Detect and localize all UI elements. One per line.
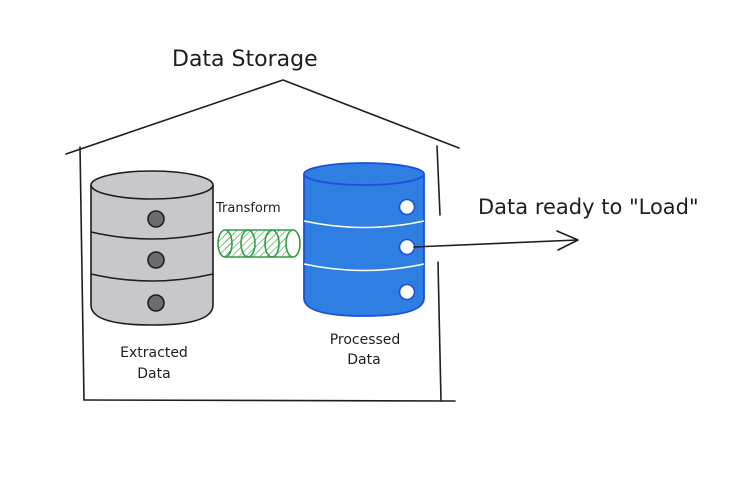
transform-pipe-segment-1 (217, 229, 233, 258)
house-floor (83, 399, 456, 402)
transform-pipe-segment-2 (240, 229, 256, 258)
extracted-disk-dot-3 (147, 294, 165, 312)
extracted-disk-dot-1 (147, 210, 165, 228)
load-arrow-head (556, 230, 579, 251)
extracted-cylinder-band-1 (90, 231, 214, 240)
house-outline (65, 79, 460, 402)
extracted-cylinder-band-2 (90, 273, 214, 282)
processed-cylinder-band-2 (303, 263, 425, 272)
processed-data-cylinder (303, 162, 425, 317)
processed-disk-dot-3 (398, 283, 416, 301)
transform-pipe-segment-3 (264, 229, 280, 258)
load-arrow-shaft (413, 239, 578, 248)
house-right-wall (436, 145, 442, 402)
load-arrow (413, 230, 579, 251)
transform-label: Transform (215, 201, 281, 216)
extracted-data-label-line1: Extracted (120, 345, 188, 361)
transform-pipe (217, 229, 301, 258)
house-roof (65, 79, 460, 155)
extracted-disk-dot-2 (147, 251, 165, 269)
extracted-data-cylinder (90, 170, 214, 326)
processed-disk-dot-1 (398, 198, 416, 216)
processed-cylinder-body (303, 173, 425, 317)
diagram-title: Data Storage (172, 47, 318, 72)
house-left-wall (79, 146, 85, 401)
transform-pipe-body (225, 230, 293, 257)
processed-disk-dot-2 (398, 238, 416, 256)
processed-data-label-line2: Data (347, 352, 380, 368)
extracted-data-label-line2: Data (137, 366, 170, 382)
processed-cylinder-band-1 (303, 220, 425, 229)
processed-cylinder-top (303, 162, 425, 186)
extracted-cylinder-top (90, 170, 214, 200)
load-ready-label: Data ready to "Load" (478, 195, 699, 219)
processed-data-label-line1: Processed (330, 332, 401, 348)
transform-pipe-segment-4 (285, 229, 301, 258)
